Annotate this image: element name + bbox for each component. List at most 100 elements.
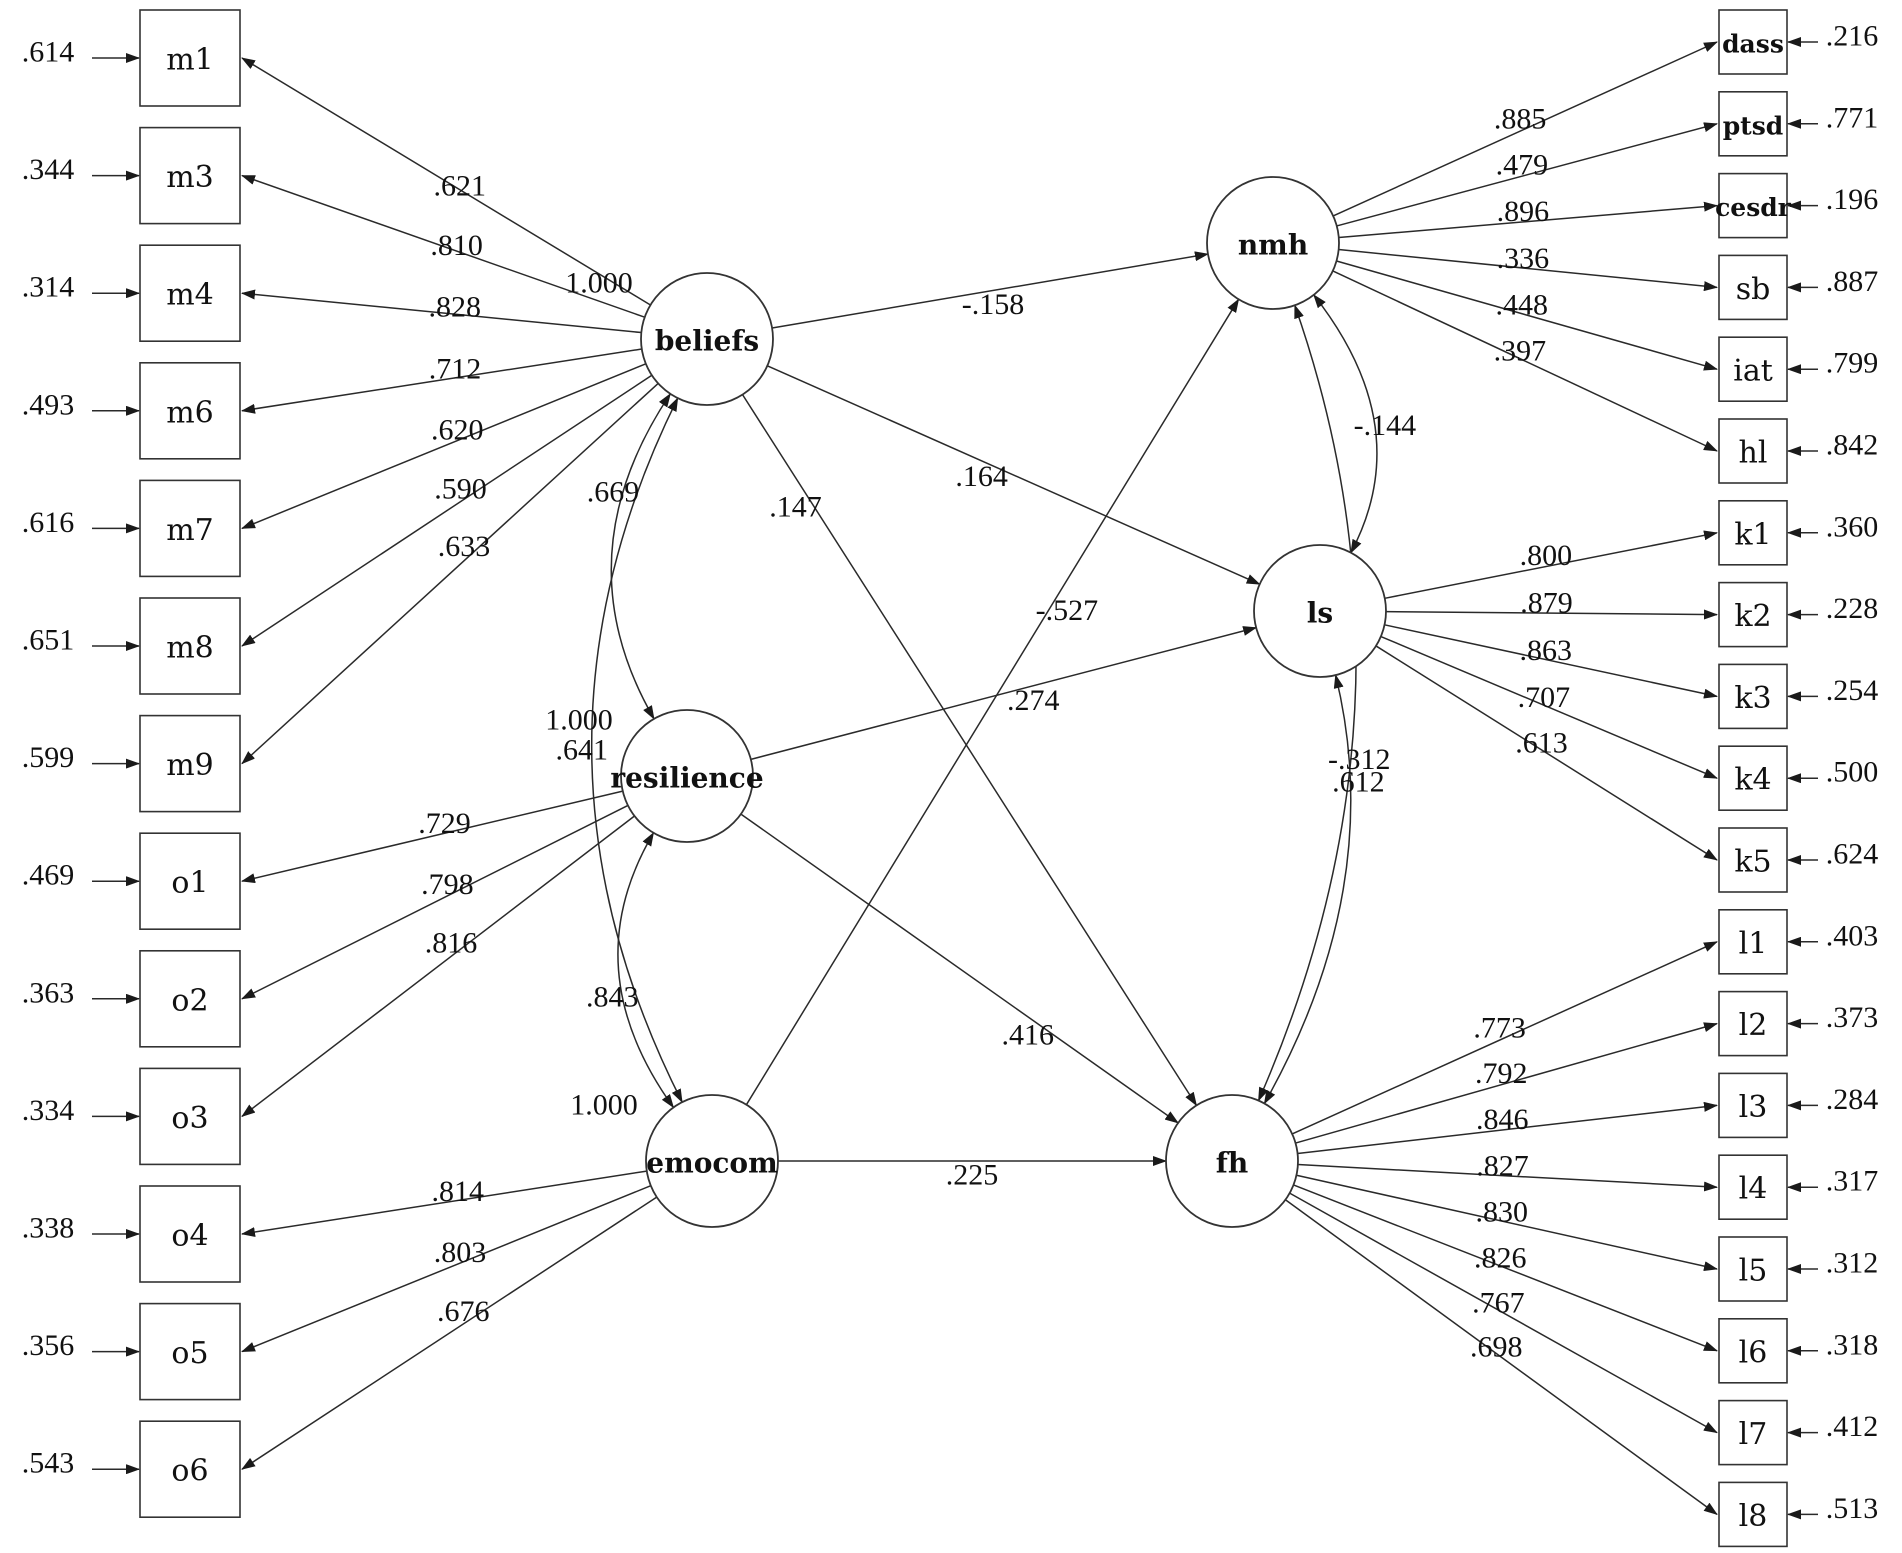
- loading-arrow-l8: [1284, 1199, 1718, 1516]
- indicator-box-l5: [1718, 1236, 1788, 1302]
- error-variance-l4: .317: [1826, 1165, 1879, 1198]
- path-coef-emocom-fh: .225: [946, 1159, 999, 1192]
- loading-m7: .620: [431, 413, 484, 446]
- error-variance-l3: .284: [1826, 1083, 1879, 1116]
- indicator-box-l7: [1718, 1399, 1788, 1466]
- error-variance-o2: .363: [22, 976, 75, 1009]
- loading-m9: .633: [438, 530, 491, 563]
- indicator-box-k5: [1718, 827, 1788, 893]
- loading-l7: .767: [1472, 1286, 1525, 1319]
- indicator-box-sb: [1718, 254, 1788, 321]
- indicator-box-dass: [1718, 9, 1788, 75]
- loading-arrow-m8: [241, 374, 653, 647]
- error-variance-hl: .842: [1826, 429, 1879, 462]
- path-resilience-ls: [750, 626, 1258, 761]
- covariance-coef-ls-fh: -.312: [1328, 743, 1391, 776]
- path-emocom-nmh: [745, 298, 1240, 1106]
- loading-arrow-cesdr: [1338, 201, 1718, 239]
- loading-k3: .863: [1520, 634, 1573, 667]
- loading-arrow-k2: [1385, 609, 1718, 620]
- error-variance-m9: .599: [22, 741, 75, 774]
- indicator-label-cesdr: cesdr: [1715, 193, 1792, 222]
- indicator-box-o2: [139, 949, 241, 1048]
- indicator-label-l4: l4: [1739, 1172, 1768, 1207]
- loading-dass: .885: [1494, 102, 1547, 135]
- error-variance-o6: .543: [22, 1447, 75, 1480]
- loading-arrow-m7: [241, 363, 647, 530]
- loading-arrow-ptsd: [1336, 122, 1718, 227]
- indicator-label-l3: l3: [1739, 1090, 1768, 1125]
- error-variance-o5: .356: [22, 1329, 75, 1362]
- path-coef-beliefs-fh: .147: [769, 490, 822, 523]
- latent-label-beliefs: beliefs: [655, 325, 759, 358]
- indicator-box-l1: [1718, 908, 1788, 975]
- indicator-label-m1: m1: [166, 43, 214, 78]
- indicator-label-o2: o2: [171, 983, 208, 1018]
- indicator-box-m7: [139, 479, 241, 578]
- indicator-label-l7: l7: [1739, 1417, 1768, 1452]
- loading-k2: .879: [1520, 587, 1573, 620]
- path-coef-beliefs-ls: .164: [955, 460, 1008, 493]
- loading-l5: .830: [1475, 1196, 1528, 1229]
- latent-circle-emocom: [645, 1094, 779, 1228]
- path-beliefs-fh: [741, 394, 1198, 1107]
- error-variance-dass: .216: [1826, 20, 1879, 53]
- indicator-label-m7: m7: [166, 513, 214, 548]
- covariance-beliefs-emocom: [590, 397, 683, 1104]
- error-variance-l2: .373: [1826, 1001, 1879, 1034]
- indicator-box-m8: [139, 597, 241, 695]
- loading-l1: .773: [1473, 1011, 1526, 1044]
- indicator-label-k4: k4: [1734, 763, 1771, 798]
- loading-m8: .590: [434, 473, 487, 506]
- loading-arrow-iat: [1336, 260, 1718, 371]
- path-coef-beliefs-nmh: -.158: [962, 288, 1025, 321]
- error-variance-l6: .318: [1826, 1328, 1879, 1361]
- loading-o5: .803: [434, 1236, 487, 1269]
- path-beliefs-nmh: [771, 251, 1209, 329]
- indicator-box-l8: [1718, 1481, 1788, 1548]
- loading-arrow-l1: [1291, 941, 1718, 1135]
- indicator-box-m3: [139, 126, 241, 225]
- loading-arrow-k1: [1384, 530, 1718, 600]
- loading-o1: .729: [418, 807, 471, 840]
- indicator-label-hl: hl: [1739, 436, 1768, 471]
- error-variance-m3: .344: [22, 153, 75, 186]
- loading-arrow-o5: [241, 1185, 652, 1353]
- indicator-box-k2: [1718, 581, 1788, 648]
- indicator-box-k4: [1718, 745, 1788, 812]
- indicator-box-o3: [139, 1067, 241, 1166]
- error-variance-m6: .493: [22, 388, 75, 421]
- loading-arrow-l2: [1295, 1022, 1718, 1144]
- latent-label-emocom: emocom: [646, 1147, 777, 1180]
- covariance-coef-nmh-ls: -.144: [1354, 409, 1417, 442]
- loading-arrow-l6: [1293, 1184, 1718, 1352]
- error-variance-ptsd: .771: [1826, 101, 1879, 134]
- loading-arrow-m1: [241, 57, 651, 306]
- loading-arrow-sb: [1338, 248, 1718, 292]
- loading-l4: .827: [1476, 1149, 1529, 1182]
- covariance-ls-fh: [1263, 674, 1352, 1105]
- latent-label-fh: fh: [1216, 1147, 1248, 1180]
- latent-circle-fh: [1165, 1094, 1299, 1228]
- indicator-box-l4: [1718, 1154, 1788, 1220]
- path-resilience-fh: [740, 813, 1179, 1124]
- loading-arrow-l5: [1296, 1174, 1718, 1272]
- indicator-box-cesdr: [1718, 172, 1788, 239]
- loading-arrow-l7: [1289, 1192, 1718, 1434]
- indicator-label-o4: o4: [171, 1219, 208, 1254]
- latent-circle-beliefs: [640, 272, 774, 406]
- indicator-label-m9: m9: [166, 748, 214, 783]
- covariance-coef-resilience-emocom: .843: [586, 980, 639, 1013]
- indicator-box-l3: [1718, 1072, 1788, 1139]
- indicator-box-m6: [139, 361, 241, 460]
- error-variance-cesdr: .196: [1826, 183, 1879, 216]
- error-variance-l5: .312: [1826, 1247, 1879, 1280]
- indicator-label-o3: o3: [171, 1101, 208, 1136]
- error-variance-o4: .338: [22, 1212, 75, 1245]
- indicator-label-l8: l8: [1739, 1499, 1768, 1534]
- indicator-box-o5: [139, 1302, 241, 1401]
- loading-m6: .712: [429, 352, 482, 385]
- indicator-label-l2: l2: [1739, 1008, 1768, 1043]
- indicator-box-o4: [139, 1185, 241, 1283]
